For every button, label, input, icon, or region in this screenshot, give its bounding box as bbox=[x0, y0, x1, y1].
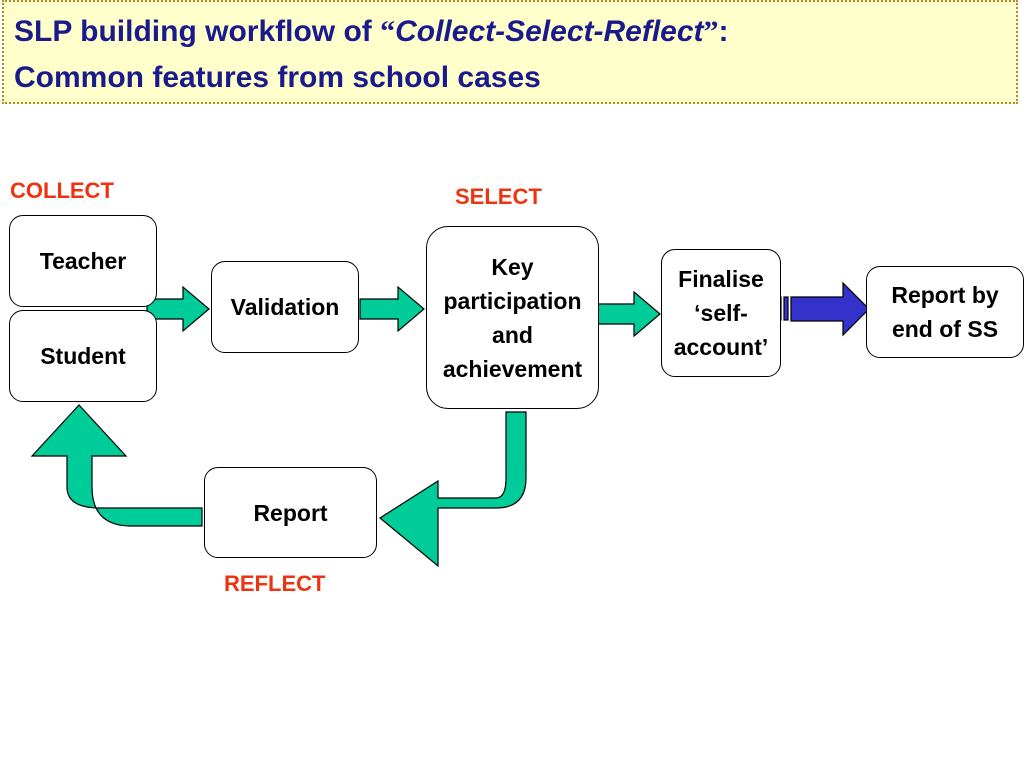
node-report-label: Report bbox=[253, 499, 328, 526]
node-finalise-self-account: Finalise ‘self- account’ bbox=[661, 249, 781, 377]
title-emphasis: Collect-Select-Reflect bbox=[395, 15, 704, 48]
title-close-quote: ” bbox=[703, 15, 719, 48]
node-key-participation: Key participation and achievement bbox=[426, 226, 599, 409]
arrow-key-to-finalise bbox=[595, 290, 661, 338]
title-prefix: SLP building workflow of bbox=[14, 15, 381, 48]
node-report-end-of-ss: Report by end of SS bbox=[866, 266, 1024, 358]
arrow-validation-to-key bbox=[359, 285, 425, 333]
arrow-finalise-to-report bbox=[790, 281, 870, 337]
stage-label-collect: COLLECT bbox=[10, 178, 114, 203]
page-title-line-1: SLP building workflow of “Collect-Select… bbox=[14, 14, 729, 50]
node-report-end-label: Report by end of SS bbox=[891, 282, 999, 342]
title-colon: : bbox=[718, 15, 729, 48]
stage-label-select: SELECT bbox=[455, 184, 542, 209]
node-validation-label: Validation bbox=[230, 294, 340, 320]
node-validation: Validation bbox=[211, 261, 359, 353]
arrow-report-to-collect bbox=[30, 404, 203, 527]
node-report: Report bbox=[204, 467, 377, 558]
stage-label-reflect: REFLECT bbox=[224, 571, 326, 596]
node-key-participation-label: Key participation and achievement bbox=[442, 253, 583, 382]
page-title-line-2: Common features from school cases bbox=[14, 61, 541, 94]
title-banner: SLP building workflow of “Collect-Select… bbox=[2, 0, 1018, 104]
title-open-quote: “ bbox=[380, 15, 396, 48]
node-finalise-label: Finalise ‘self- account’ bbox=[673, 266, 769, 360]
node-teacher: Teacher bbox=[9, 215, 157, 307]
node-student: Student bbox=[9, 310, 157, 402]
node-student-label: Student bbox=[40, 343, 126, 369]
arrow-blue-stripe-2 bbox=[783, 296, 789, 321]
node-teacher-label: Teacher bbox=[39, 248, 127, 274]
arrow-key-to-report bbox=[378, 411, 527, 568]
